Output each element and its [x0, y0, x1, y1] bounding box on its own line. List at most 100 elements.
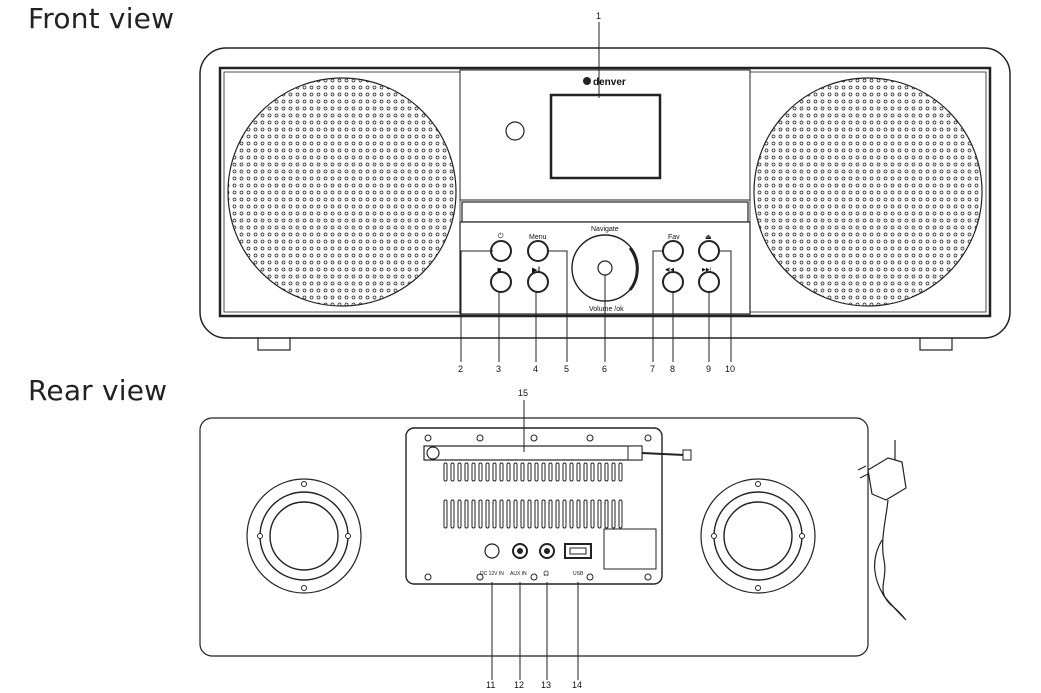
front-view: denver ⏻ Menu ■ ▶‖ Navigate Volume /ok F…: [199, 11, 1011, 374]
rear-view: DC 12V IN AUX IN 🎧 USB 15 11 12 13 14: [199, 388, 907, 690]
dc-power-jack[interactable]: [484, 543, 500, 559]
vent-slot: [541, 462, 546, 482]
vent-slot: [597, 462, 602, 482]
vent-slot: [450, 462, 455, 482]
eject-button[interactable]: [698, 240, 720, 262]
vent-slot: [604, 499, 609, 529]
fav-label: Fav: [668, 234, 680, 241]
vent-slot: [555, 462, 560, 482]
headphone-icon: 🎧: [543, 570, 549, 577]
callout-8: 8: [670, 364, 675, 374]
callout-10: 10: [725, 364, 735, 374]
callout-7: 7: [650, 364, 655, 374]
callout-4: 4: [533, 364, 538, 374]
vent-slot: [513, 462, 518, 482]
callout-15: 15: [518, 388, 528, 398]
vent-slot: [492, 462, 497, 482]
menu-label: Menu: [529, 234, 547, 241]
callout-6: 6: [602, 364, 607, 374]
vent-slot: [450, 499, 455, 529]
stop-button[interactable]: [490, 271, 512, 293]
vent-slot: [618, 499, 623, 529]
callout-14: 14: [572, 680, 582, 690]
vent-slot: [499, 462, 504, 482]
rear-vents: [443, 462, 623, 529]
fav-button[interactable]: [662, 240, 684, 262]
vent-slot: [492, 499, 497, 529]
front-leader-lines: [460, 22, 732, 362]
vent-slot: [457, 462, 462, 482]
vent-slot: [506, 499, 511, 529]
vent-slot: [499, 499, 504, 529]
callout-9: 9: [706, 364, 711, 374]
vent-slot: [464, 462, 469, 482]
callout-12: 12: [514, 680, 524, 690]
callout-1: 1: [596, 11, 601, 21]
knob-arc-icon: [628, 247, 639, 291]
vent-slot: [443, 462, 448, 482]
vent-slot: [520, 499, 525, 529]
right-speaker-grille: [753, 77, 983, 307]
callout-13: 13: [541, 680, 551, 690]
next-icon: ▶▶|: [702, 267, 711, 273]
rear-view-heading: Rear view: [28, 374, 168, 407]
vent-slot: [597, 499, 602, 529]
vent-slot: [471, 462, 476, 482]
callout-3: 3: [496, 364, 501, 374]
vent-slot: [534, 462, 539, 482]
display-screen: [549, 93, 662, 180]
vent-slot: [485, 462, 490, 482]
vent-slot: [618, 462, 623, 482]
previous-icon: ◀|◀: [665, 267, 674, 273]
volume-ok-label: Volume /ok: [589, 306, 624, 313]
vent-slot: [569, 462, 574, 482]
brand-logo-text: denver: [593, 77, 626, 88]
callout-11: 11: [486, 680, 495, 690]
vent-slot: [562, 499, 567, 529]
next-button[interactable]: [698, 271, 720, 293]
vent-slot: [548, 499, 553, 529]
fm-antenna: [423, 445, 692, 461]
vent-slot: [541, 499, 546, 529]
power-adapter-icon: [857, 440, 907, 621]
vent-slot: [527, 462, 532, 482]
vent-slot: [590, 499, 595, 529]
ir-sensor-icon: [505, 121, 525, 141]
vent-slot: [583, 462, 588, 482]
callout-5: 5: [564, 364, 569, 374]
vent-slot: [590, 462, 595, 482]
vent-slot: [457, 499, 462, 529]
vent-slot: [471, 499, 476, 529]
vent-slot: [443, 499, 448, 529]
rear-label-plate: [603, 528, 657, 570]
vent-slot: [534, 499, 539, 529]
vent-slot: [562, 462, 567, 482]
front-view-heading: Front view: [28, 2, 175, 35]
denver-logo-icon: [583, 77, 591, 85]
vent-slot: [478, 462, 483, 482]
aux-label: AUX IN: [510, 571, 527, 577]
cd-slot: [461, 201, 749, 223]
previous-button[interactable]: [662, 271, 684, 293]
dc-label: DC 12V IN: [480, 571, 504, 577]
vent-slot: [569, 499, 574, 529]
play-pause-button[interactable]: [527, 271, 549, 293]
power-button[interactable]: [490, 240, 512, 262]
vent-slot: [576, 462, 581, 482]
vent-slot: [527, 499, 532, 529]
vent-slot: [464, 499, 469, 529]
vent-slot: [548, 462, 553, 482]
power-icon: ⏻: [498, 232, 504, 240]
vent-slot: [604, 462, 609, 482]
vent-slot: [583, 499, 588, 529]
vent-slot: [555, 499, 560, 529]
vent-slot: [478, 499, 483, 529]
left-speaker-grille: [227, 77, 457, 307]
play-pause-icon: ▶‖: [532, 267, 540, 274]
vent-slot: [506, 462, 511, 482]
menu-button[interactable]: [527, 240, 549, 262]
navigate-label: Navigate: [591, 226, 619, 233]
callout-2: 2: [458, 364, 463, 374]
eject-icon: ⏏: [705, 234, 712, 241]
